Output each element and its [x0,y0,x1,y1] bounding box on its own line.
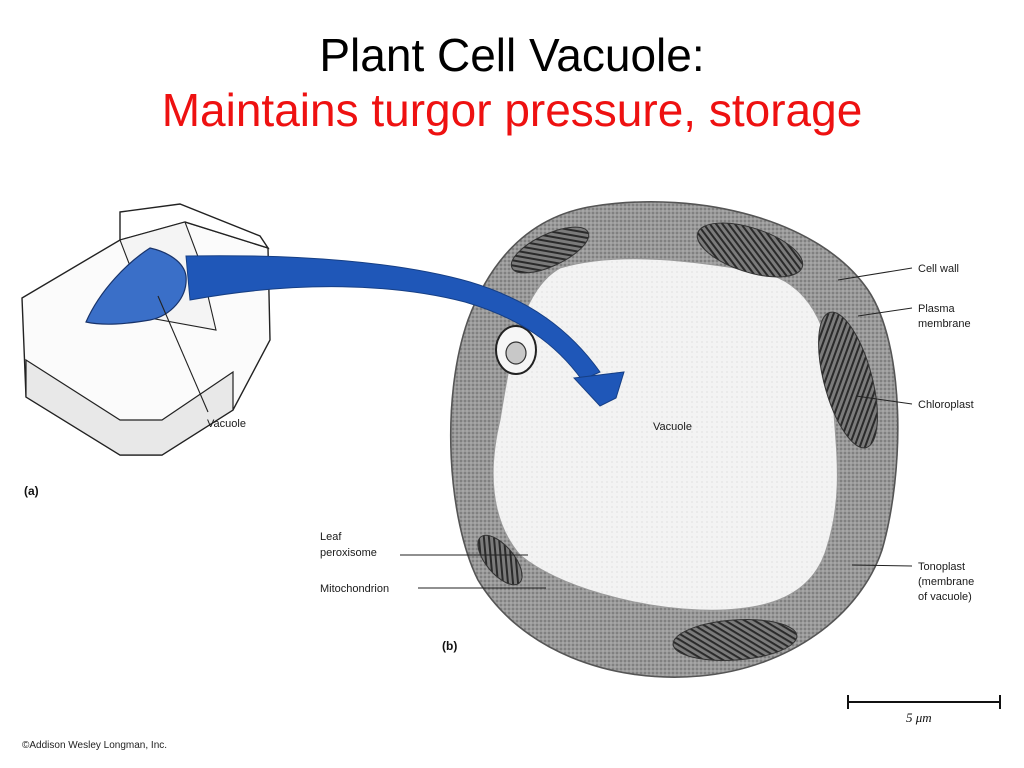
copyright-notice: ©Addison Wesley Longman, Inc. [22,740,167,751]
arrow-head [572,371,625,407]
plasma-membrane-leader [857,307,913,317]
scale-bar: 5 μm [847,695,1001,725]
panel-label-a: (a) [24,484,39,498]
chloroplast-top [696,222,804,278]
cell-wall-label: Cell wall [918,263,959,275]
vacuole-3d-shape [85,247,187,325]
tonoplast-label-1: Tonoplast [918,561,965,573]
vacuole-label-b: Vacuole [653,421,692,433]
panel-label-b: (b) [442,639,457,653]
vacuole-label-a: Vacuole [207,418,246,430]
plasma-membrane-label-2: membrane [918,318,971,330]
tonoplast-label-2: (membrane [918,576,974,588]
cell-block-side [25,358,234,456]
title-block: Plant Cell Vacuole: Maintains turgor pre… [0,28,1024,138]
page-title: Plant Cell Vacuole: [319,29,705,81]
chloroplast-right [818,311,878,449]
chloroplast-leader [855,395,913,405]
leader-lines-b [400,267,913,589]
chloroplast-top-left [510,226,590,274]
organelle-core [505,341,527,365]
vacuole-leader-line-a [157,295,209,413]
chloroplast-bottom [672,619,798,661]
mitochondrion-label: Mitochondrion [320,583,389,595]
tonoplast-label-3: of vacuole) [918,591,972,603]
leaf-peroxisome-label-2: peroxisome [320,547,377,559]
page-subtitle: Maintains turgor pressure, storage [161,84,863,136]
plasma-membrane-label-1: Plasma [918,303,956,315]
leaf-peroxisome-label-1: Leaf [320,531,342,543]
connector-arrow [185,255,625,407]
cell-cross-section [449,201,899,678]
central-vacuole [492,258,838,611]
tonoplast-leader [851,564,913,567]
cell-wall-leader [837,267,913,281]
scale-bar-label: 5 μm [906,710,932,725]
chloroplast-label: Chloroplast [918,399,974,411]
chloroplast-bottom-left [477,534,523,586]
